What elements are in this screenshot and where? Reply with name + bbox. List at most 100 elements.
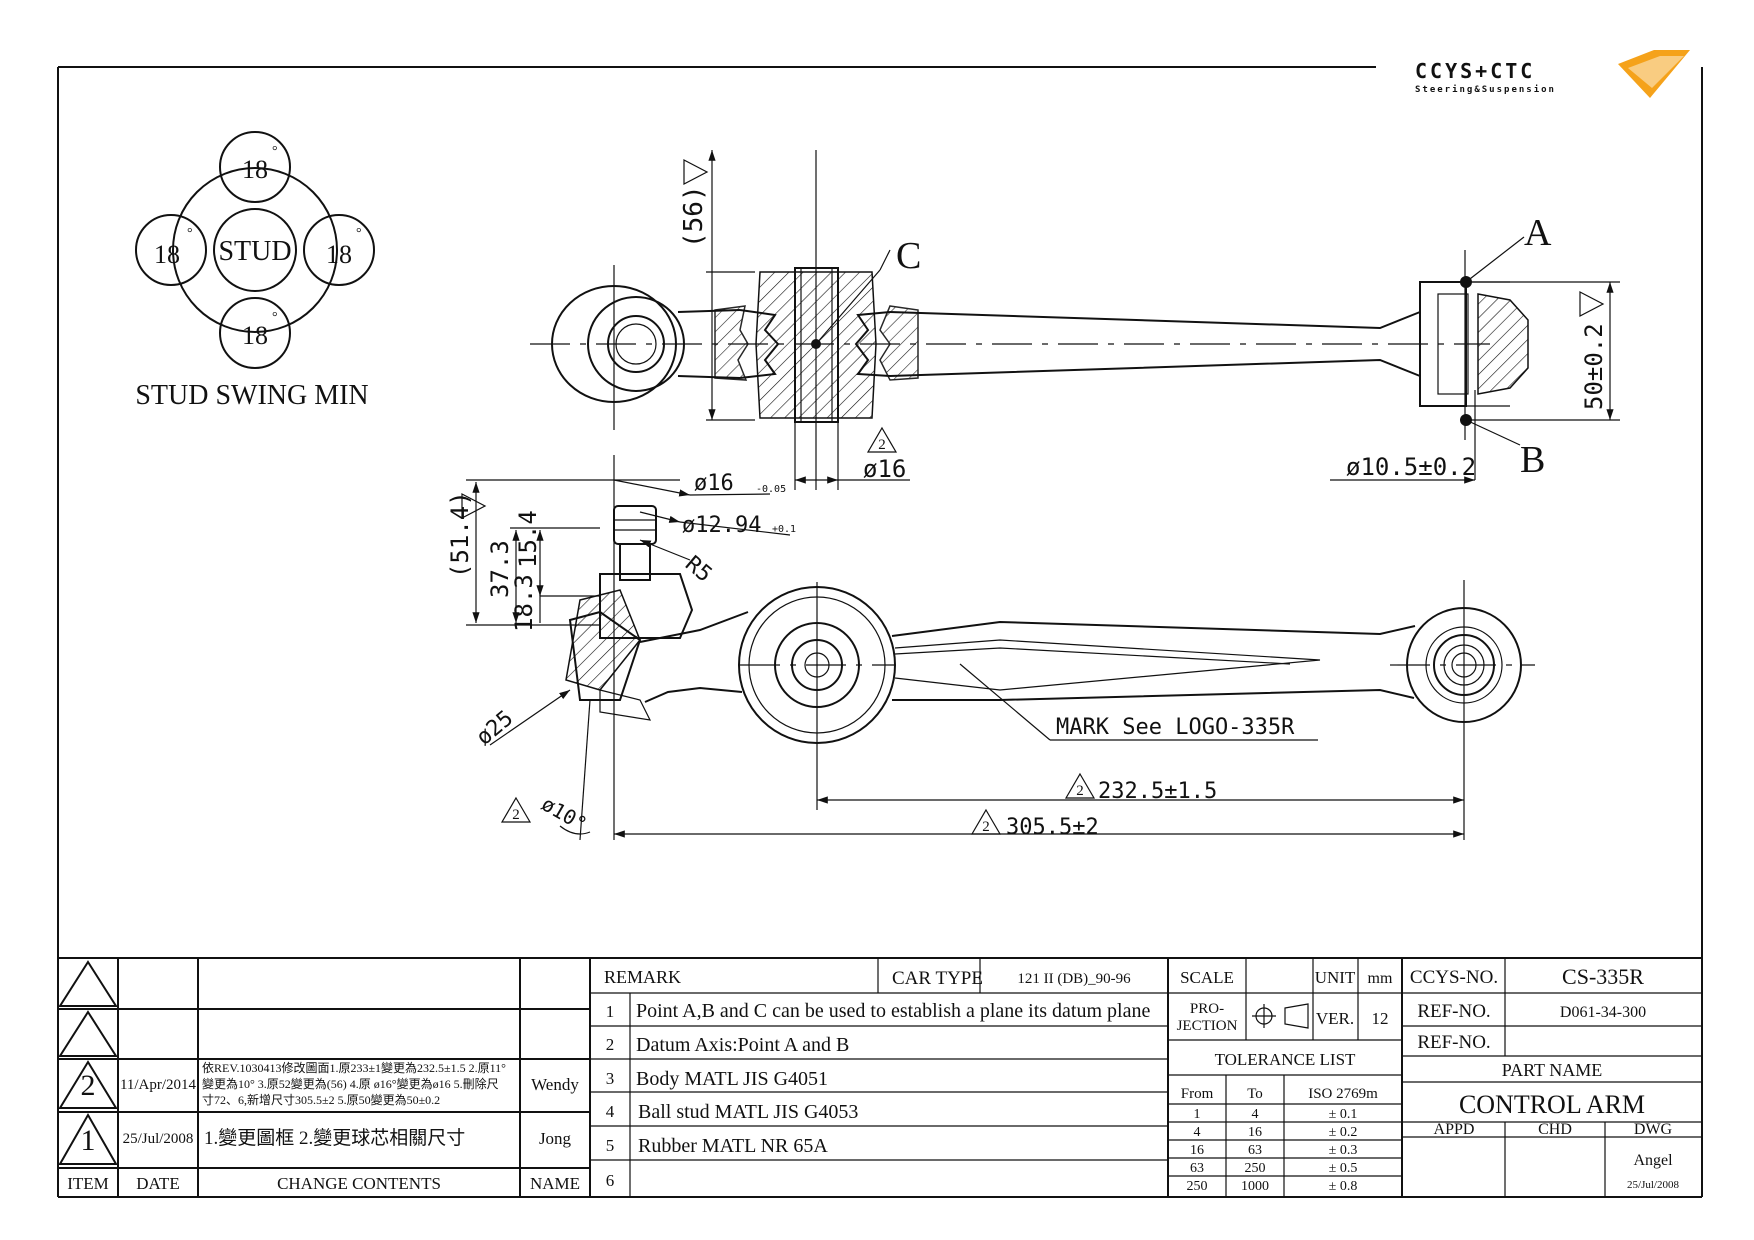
dwg-name: Angel <box>1633 1152 1673 1169</box>
swing-angle-bottom: 18 <box>242 321 268 350</box>
top-view: C A B (56) ø16 2 ø10.5±0.2 50±0.2 <box>530 150 1620 490</box>
ref-no-label: REF-NO. <box>1417 1001 1490 1022</box>
remark-no: 5 <box>606 1136 615 1155</box>
logo-brand: CCYS+CTC <box>1415 59 1535 83</box>
tol-from: 1 <box>1194 1107 1201 1122</box>
tol-header-from: From <box>1181 1086 1214 1102</box>
swing-angle-right: 18 <box>326 240 352 269</box>
tol-value: ± 0.2 <box>1329 1125 1358 1140</box>
header-item: ITEM <box>67 1174 109 1193</box>
revision-table: 2 1 11/Apr/2014 25/Jul/2008 依REV.1030413… <box>67 1060 580 1193</box>
tolerance-sup: +0.1 <box>772 524 796 535</box>
tol-to: 1000 <box>1241 1179 1269 1194</box>
revision-1-contents: 1.變更圖框 2.變更球芯相關尺寸 <box>204 1127 465 1149</box>
degree-mark: ° <box>272 144 278 159</box>
header-date: DATE <box>136 1174 179 1193</box>
revision-number: 2 <box>512 807 520 823</box>
tol-value: ± 0.1 <box>1329 1107 1358 1122</box>
revision-triangle-icon <box>866 426 898 453</box>
tol-header-std: ISO 2769m <box>1308 1086 1378 1102</box>
dimension-305-5: 305.5±2 <box>1006 815 1099 840</box>
projection-label: PRO- <box>1190 1001 1224 1017</box>
title-block-grid <box>58 957 1702 1197</box>
remark-no: 6 <box>606 1171 615 1190</box>
dimension-51-4: (51.4) <box>446 491 474 578</box>
header-name: NAME <box>530 1174 580 1193</box>
revision-2-date: 11/Apr/2014 <box>120 1077 197 1093</box>
degree-mark: ° <box>272 310 278 325</box>
tol-value: ± 0.8 <box>1329 1179 1358 1194</box>
remark-no: 1 <box>606 1002 615 1021</box>
mark-note: MARK See LOGO-335R <box>1056 715 1295 740</box>
chd-label: CHD <box>1538 1121 1572 1138</box>
tol-to: 63 <box>1248 1143 1262 1158</box>
dimension-r5: R5 <box>680 551 716 587</box>
unit-label: UNIT <box>1315 968 1356 987</box>
revision-number: 2 <box>982 819 990 835</box>
appd-label: APPD <box>1434 1121 1475 1138</box>
dimension-232-5: 232.5±1.5 <box>1098 779 1217 804</box>
tol-from: 16 <box>1190 1143 1204 1158</box>
dimension-15-4: 15.4 <box>514 510 542 568</box>
tol-to: 4 <box>1252 1107 1259 1122</box>
dwg-date: 25/Jul/2008 <box>1627 1179 1679 1191</box>
ref-no-label-2: REF-NO. <box>1417 1032 1490 1053</box>
dimension-dia-16: ø16 <box>863 455 906 483</box>
revision-triangle-icon <box>683 159 709 185</box>
revision-triangle-icon <box>1064 772 1096 799</box>
dimension-dia-10-5: ø10.5±0.2 <box>1346 453 1476 481</box>
remark-text: Body MATL JIS G4051 <box>636 1068 828 1090</box>
dimension-50: 50±0.2 <box>1580 323 1608 410</box>
dimension-dia-16-tol: ø16 <box>694 471 734 496</box>
revision-1-number: 1 <box>81 1124 96 1157</box>
dimension-37-3: 37.3 <box>486 540 514 598</box>
logo-tagline: Steering&Suspension <box>1415 84 1556 95</box>
tol-header-to: To <box>1247 1086 1263 1102</box>
tol-from: 250 <box>1187 1179 1208 1194</box>
tol-value: ± 0.5 <box>1329 1161 1358 1176</box>
sheet-border <box>57 66 1703 1198</box>
dimension-18-3: 18.3 <box>510 574 538 632</box>
swing-angle-left: 18 <box>154 240 180 269</box>
revision-2-contents: 變更為10° 3.原52變更為(56) 4.原 ø16°變更為ø16 5.刪除尺 <box>202 1076 499 1091</box>
ccys-no-value: CS-335R <box>1562 964 1644 989</box>
header-change-contents: CHANGE CONTENTS <box>277 1174 441 1193</box>
dimension-56: (56) <box>679 185 709 248</box>
ver-value: 12 <box>1372 1009 1389 1028</box>
dimension-dia-25: ø25 <box>472 706 519 751</box>
scale-label: SCALE <box>1180 968 1234 987</box>
title-block: CCYS-NO. CS-335R REF-NO. D061-34-300 REF… <box>1410 964 1680 1191</box>
tol-value: ± 0.3 <box>1329 1143 1358 1158</box>
revision-2-name: Wendy <box>531 1075 579 1094</box>
revision-2-contents: 寸72、6,新增尺寸305.5±2 5.原50變更為50±0.2 <box>202 1092 440 1107</box>
degree-mark: ° <box>187 226 193 241</box>
projection-label: JECTION <box>1177 1018 1238 1034</box>
part-name-value: CONTROL ARM <box>1459 1090 1645 1119</box>
dimension-dia-12-94: ø12.94 <box>682 513 761 538</box>
remark-text: Point A,B and C can be used to establish… <box>636 1000 1150 1022</box>
projection-symbol-icon <box>1252 1003 1309 1029</box>
label-a: A <box>1524 212 1552 254</box>
part-name-label: PART NAME <box>1502 1060 1602 1080</box>
tolerance-title: TOLERANCE LIST <box>1215 1050 1356 1069</box>
remark-no: 2 <box>606 1035 615 1054</box>
info-block: SCALE UNIT mm PRO- JECTION VER. 12 TOLER… <box>1177 968 1393 1194</box>
revision-triangle-icon <box>500 796 532 823</box>
revision-1-name: Jong <box>539 1129 572 1148</box>
remark-table: REMARK CAR TYPE 121 II (DB)_90-96 1 Poin… <box>604 967 1150 1190</box>
side-view: ø16 -0.05 ø12.94 +0.1 R5 (51.4) 37.3 15.… <box>446 455 1535 841</box>
revision-triangle-icon <box>1579 291 1605 317</box>
revision-number: 2 <box>878 437 886 453</box>
company-logo: CCYS+CTC Steering&Suspension <box>1415 50 1690 98</box>
tol-from: 63 <box>1190 1161 1204 1176</box>
logo-swoosh-icon <box>1618 50 1690 98</box>
label-c: C <box>896 235 921 277</box>
remark-header: REMARK <box>604 967 681 987</box>
tol-to: 250 <box>1245 1161 1266 1176</box>
ref-no-value: D061-34-300 <box>1560 1004 1646 1021</box>
revision-1-date: 25/Jul/2008 <box>123 1131 194 1147</box>
label-b: B <box>1520 439 1545 481</box>
revision-number: 2 <box>1076 783 1084 799</box>
tol-to: 16 <box>1248 1125 1262 1140</box>
